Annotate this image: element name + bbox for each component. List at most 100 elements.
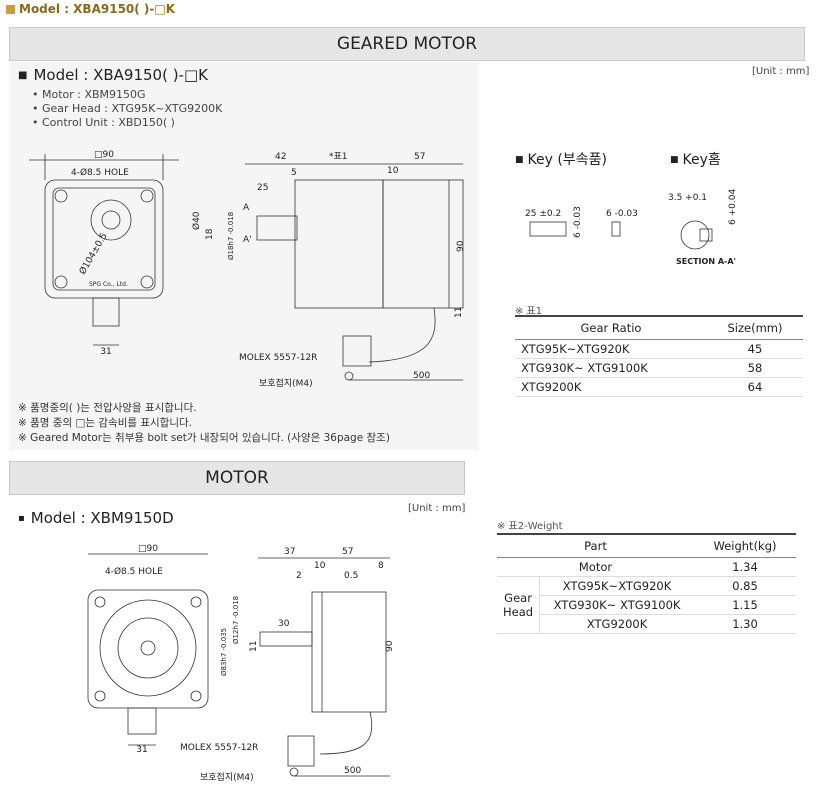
geared-motor-header: GEARED MOTOR <box>9 27 805 61</box>
gm-dim-pcd: Ø104±0.5 <box>77 231 110 276</box>
m-dim-2: 2 <box>296 571 302 581</box>
note-voltage: ※ 품명중의( )는 전압사양을 표시합니다. <box>18 402 197 414</box>
gm-label-a1: A <box>243 203 250 213</box>
key-dim-25: 25 ±0.2 <box>525 209 561 219</box>
keyway-section <box>680 220 710 250</box>
spec-control: • Control Unit : XBD150( ) <box>32 116 175 129</box>
m-dim-37: 37 <box>284 547 295 557</box>
front-inner <box>52 187 156 291</box>
m-dim-05: 0.5 <box>344 571 358 581</box>
gm-dim-gearlen: *표1 <box>329 152 348 162</box>
hole-br <box>140 275 154 289</box>
table1-label: ※ 표1 <box>515 306 543 317</box>
output-shaft <box>256 215 298 241</box>
col-weight: Weight(kg) <box>694 533 796 558</box>
gm-maker: SPG Co., Ltd. <box>89 281 128 288</box>
motor-drawing: □90 4-Ø8.5 HOLE 31 37 57 10 8 2 0.5 30 Ø… <box>87 544 395 783</box>
table-row: Motor 1.34 <box>497 557 796 577</box>
m-dim-30: 30 <box>278 619 290 629</box>
key-part <box>529 221 567 237</box>
m-dim-sq: □90 <box>138 544 158 554</box>
gm-dim-hole: 4-Ø8.5 HOLE <box>71 167 129 178</box>
table-row: XTG9200K 1.30 <box>497 614 796 634</box>
m-motor-body <box>311 591 387 713</box>
gm-dim-90: 90 <box>456 240 466 252</box>
title-square-icon <box>6 4 15 14</box>
gm-dim-sq: □90 <box>94 150 114 160</box>
m-front-square <box>87 589 209 709</box>
m-ground-terminal <box>289 767 299 777</box>
hole-tr <box>140 189 154 203</box>
spec-gearhead: • Gear Head : XTG95K~XTG9200K <box>32 102 223 115</box>
geared-motor-drawing: □90 4-Ø8.5 HOLE Ø104±0.5 SPG Co., Ltd. 3… <box>29 150 466 389</box>
gm-molex-connector <box>342 335 372 367</box>
m-dim-10: 10 <box>314 561 326 571</box>
gm-dim-31: 31 <box>100 347 111 357</box>
gm-dim-shaft: Ø18h7 -0.018 <box>227 212 235 260</box>
gm-dim-25: 25 <box>257 183 268 193</box>
m-front-connector <box>127 707 157 735</box>
key-dim-6b: 6 -0.03 <box>606 209 638 219</box>
gm-dim-500: 500 <box>413 371 430 381</box>
col-part: Part <box>497 533 694 558</box>
key-end <box>611 221 621 237</box>
m-dim-31: 31 <box>136 745 147 755</box>
m-molex-label: MOLEX 5557-12R <box>180 743 258 753</box>
gm-ground-terminal <box>344 371 354 381</box>
gm-dim-18: 18 <box>205 228 215 240</box>
keyway-dim-35: 3.5 +0.1 <box>668 193 707 203</box>
table-row: XTG930K~ XTG9100K 1.15 <box>497 595 796 615</box>
table2-label: ※ 표2-Weight <box>497 521 563 532</box>
keyway-title: ■Key홈 <box>670 152 721 168</box>
section-label: SECTION A-A' <box>676 257 736 266</box>
key-title: ■Key (부속품) <box>515 152 607 168</box>
m-dim-shaft: Ø12h7 -0.018 <box>232 596 240 644</box>
front-connector <box>92 297 120 327</box>
motor-body <box>382 179 464 309</box>
spec-motor: • Motor : XBM9150G <box>32 88 146 101</box>
m-dim-500: 500 <box>344 766 361 776</box>
gm-dim-10: 10 <box>387 166 399 176</box>
geared-spec-list: • Motor : XBM9150G • Gear Head : XTG95K~… <box>32 88 222 130</box>
geared-unit: [Unit : mm] <box>752 66 810 77</box>
gm-dim-5: 5 <box>291 168 297 178</box>
note-ratio: ※ 품명 중의 □는 감속비를 표시합니다. <box>18 417 192 429</box>
m-dim-hole: 4-Ø8.5 HOLE <box>105 566 163 577</box>
hole-bl <box>54 275 68 289</box>
gm-dim-11: 11 <box>454 307 464 318</box>
geared-drawing-panel <box>9 62 479 450</box>
weight-table: Part Weight(kg) Motor 1.34 Gear Head XTG… <box>497 533 796 634</box>
geared-model-title: ■Model : XBA9150( )-□K <box>18 66 208 84</box>
col-gear-ratio: Gear Ratio <box>515 315 707 340</box>
m-dim-8: 8 <box>378 561 384 571</box>
gm-label-a2: A' <box>243 235 252 245</box>
m-output-shaft <box>259 631 313 647</box>
keyway-dim-6: 6 +0.04 <box>728 189 738 225</box>
m-shaft <box>140 640 156 656</box>
gm-ground-label: 보호접지(M4) <box>259 377 313 389</box>
note-bolt: ※ Geared Motor는 취부용 bolt set가 내장되어 있습니다.… <box>18 432 390 444</box>
m-front-flange <box>99 599 197 697</box>
gear-head-body <box>294 179 384 309</box>
m-ground-label: 보호접지(M4) <box>200 771 254 783</box>
m-dim-57: 57 <box>342 547 353 557</box>
hole-tl <box>54 189 68 203</box>
table-row: Gear Head XTG95K~XTG920K 0.85 <box>497 576 796 634</box>
key-dim-6a: 6 -0.03 <box>573 206 583 238</box>
m-dim-flange: Ø83h7 -0.035 <box>220 628 228 676</box>
gm-molex-label: MOLEX 5557-12R <box>239 353 317 363</box>
m-dim-11: 11 <box>249 641 259 652</box>
motor-unit: [Unit : mm] <box>408 503 466 514</box>
gm-dim-40: Ø40 <box>191 211 202 230</box>
key-drawings: 25 ±0.2 6 -0.03 6 -0.03 3.5 +0.1 6 +0.04… <box>525 189 738 266</box>
page-title: Model : XBA9150( )-□K <box>6 2 175 16</box>
m-dim-90: 90 <box>385 640 395 652</box>
shaft-boss <box>90 199 132 241</box>
m-molex-connector <box>287 735 315 767</box>
motor-header: MOTOR <box>9 461 465 495</box>
gm-dim-57: 57 <box>414 152 425 162</box>
